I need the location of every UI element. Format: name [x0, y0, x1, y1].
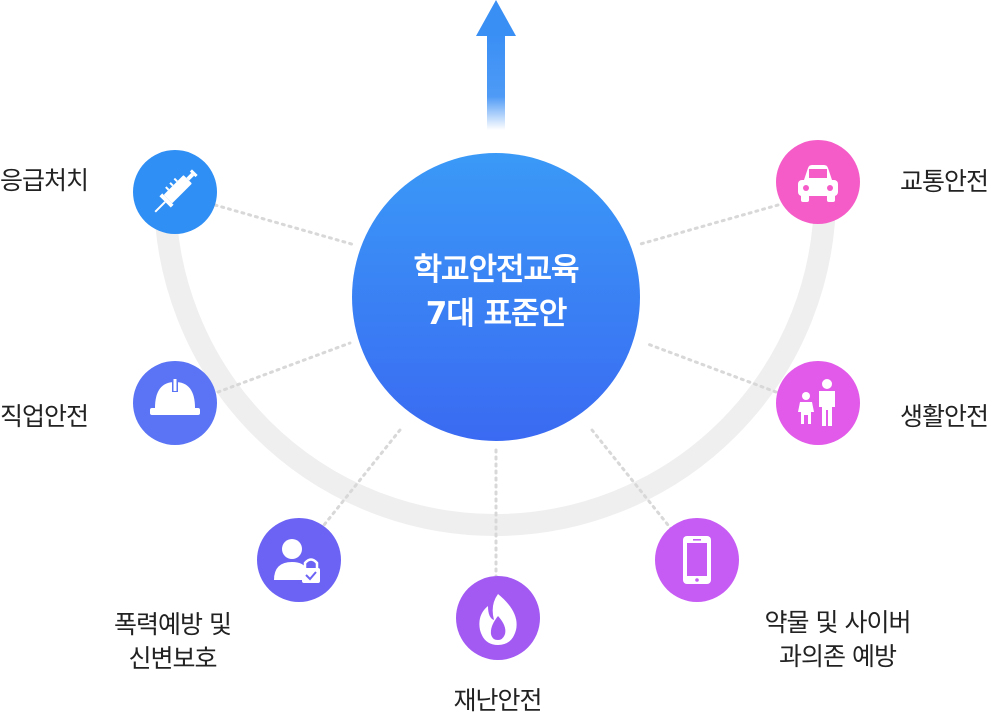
label-occupational-text: 직업안전 [0, 402, 89, 431]
connector-violence [318, 428, 402, 532]
label-occupational: 직업안전 [0, 400, 89, 434]
connector-first-aid [213, 203, 357, 247]
label-drug-cyber-line2: 과의존 예방 [779, 642, 897, 671]
orbit-arc [154, 184, 836, 536]
connector-traffic [635, 203, 780, 247]
syringe-icon [154, 169, 198, 213]
label-traffic: 교통안전 [860, 165, 989, 199]
connector-lines [213, 203, 780, 580]
node-occupational[interactable] [133, 361, 217, 445]
family-icon [798, 379, 835, 426]
label-daily-life: 생활안전 [860, 400, 989, 434]
label-violence-line1: 폭력예방 및 [114, 610, 232, 639]
center-title-line2: 7대 표준안 [425, 296, 567, 332]
label-violence-line2: 신변보호 [128, 644, 217, 673]
node-drug-cyber[interactable] [655, 518, 739, 602]
label-first-aid: 응급처치 [0, 164, 89, 198]
connector-occupational [216, 341, 352, 394]
label-disaster: 재난안전 [430, 684, 565, 718]
node-first-aid[interactable] [133, 150, 217, 234]
fire-icon [479, 594, 517, 645]
label-traffic-text: 교통안전 [899, 167, 989, 196]
label-disaster-text: 재난안전 [453, 686, 542, 715]
node-traffic[interactable] [776, 140, 860, 224]
node-daily-life[interactable] [776, 361, 860, 445]
label-daily-life-text: 생활안전 [899, 402, 989, 431]
label-drug-cyber-line1: 약물 및 사이버 [764, 608, 912, 637]
label-violence: 폭력예방 및 신변보호 [85, 608, 260, 676]
node-violence[interactable] [257, 518, 341, 602]
center-title: 학교안전교육 7대 표준안 [352, 248, 640, 336]
center-circle [352, 153, 640, 441]
connector-drug-cyber [590, 428, 674, 532]
car-icon [798, 165, 838, 202]
center-title-line1: 학교안전교육 [413, 252, 579, 288]
node-disaster[interactable] [456, 576, 540, 660]
label-drug-cyber: 약물 및 사이버 과의존 예방 [735, 606, 940, 674]
smartphone-icon [683, 536, 711, 584]
user-lock-icon [274, 539, 320, 583]
up-arrow-icon [476, 0, 516, 130]
label-first-aid-text: 응급처치 [0, 166, 89, 195]
connector-daily-life [643, 341, 778, 394]
hard-hat-icon [150, 378, 200, 415]
